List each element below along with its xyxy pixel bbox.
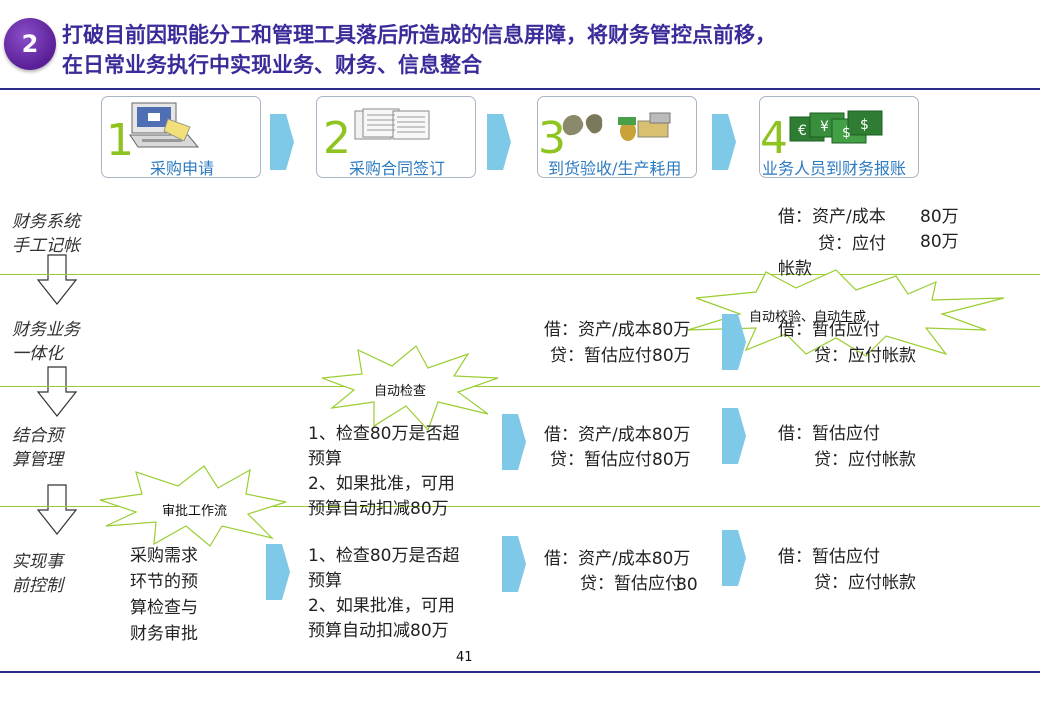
row4-s1-line-2: 环节的预 bbox=[130, 570, 198, 595]
page-number: 41 bbox=[456, 650, 473, 665]
step-arrow-3 bbox=[712, 100, 736, 184]
row2-s4-credit: 贷：应付帐款 bbox=[814, 344, 916, 369]
row2-s3-credit: 贷：暂估应付80万 bbox=[550, 344, 691, 369]
row3-s4-debit: 借：暂估应付 bbox=[778, 422, 880, 447]
row-label-3-line-2: 算管理 bbox=[12, 448, 63, 472]
row3-s2-line-2: 预算 bbox=[308, 447, 342, 472]
step-1-label: 采购申请 bbox=[150, 155, 214, 179]
step-2-number: 2 bbox=[323, 117, 351, 161]
header-divider bbox=[0, 88, 1040, 90]
row-label-4-line-1: 实现事 bbox=[12, 550, 63, 574]
row4-s1-line-3: 算检查与 bbox=[130, 596, 198, 621]
row4-s2-line-1: 1、检查80万是否超 bbox=[308, 544, 459, 569]
step-4-label: 业务人员到财务报账 bbox=[762, 155, 906, 179]
row3-s2-line-4: 预算自动扣减80万 bbox=[308, 497, 449, 522]
row4-s2-line-3: 2、如果批准，可用 bbox=[308, 594, 455, 619]
step-4-box: € ¥ $ $ 4 业务人员到财务报账 bbox=[759, 96, 919, 178]
row-label-pre-control: 实现事 前控制 bbox=[12, 550, 63, 598]
row-label-2-line-2: 一体化 bbox=[12, 342, 80, 366]
row3-arrow-1 bbox=[502, 404, 526, 480]
row-label-3-line-1: 结合预 bbox=[12, 424, 63, 448]
row2-s3-debit: 借：资产/成本80万 bbox=[544, 318, 690, 343]
row-label-budget: 结合预 算管理 bbox=[12, 424, 63, 472]
svg-text:$: $ bbox=[860, 117, 869, 133]
footer-divider bbox=[0, 671, 1040, 673]
step-1-box: 1 采购申请 bbox=[101, 96, 261, 178]
row3-s2-line-1: 1、检查80万是否超 bbox=[308, 422, 459, 447]
row-label-4-line-2: 前控制 bbox=[12, 574, 63, 598]
down-arrow-2 bbox=[36, 366, 78, 418]
row4-s3-credit-amount: 80 bbox=[676, 573, 698, 598]
row-label-1-line-1: 财务系统 bbox=[12, 210, 80, 234]
row-label-2-line-1: 财务业务 bbox=[12, 318, 80, 342]
row3-arrow-2 bbox=[722, 398, 746, 474]
row-label-integration: 财务业务 一体化 bbox=[12, 318, 80, 366]
step-arrow-1 bbox=[270, 100, 294, 184]
row-label-manual-accounting: 财务系统 手工记帐 bbox=[12, 210, 80, 258]
svg-text:€: € bbox=[798, 123, 807, 139]
row-divider-2 bbox=[0, 386, 1040, 387]
row3-s4-credit: 贷：应付帐款 bbox=[814, 448, 916, 473]
step-3-label: 到货验收/生产耗用 bbox=[548, 155, 681, 179]
row4-arrow-2 bbox=[502, 526, 526, 602]
step-arrow-2 bbox=[487, 100, 511, 184]
row4-s1-line-4: 财务审批 bbox=[130, 622, 198, 647]
row4-s2-line-4: 预算自动扣减80万 bbox=[308, 619, 449, 644]
title-line-1: 打破目前因职能分工和管理工具落后所造成的信息屏障，将财务管控点前移， bbox=[62, 20, 1022, 50]
row4-arrow-1 bbox=[266, 534, 290, 610]
row3-s2-line-3: 2、如果批准，可用 bbox=[308, 472, 455, 497]
svg-text:¥: ¥ bbox=[820, 119, 829, 135]
down-arrow-3 bbox=[36, 484, 78, 536]
step-1-number: 1 bbox=[106, 119, 134, 163]
row3-s3-debit: 借：资产/成本80万 bbox=[544, 423, 690, 448]
row1-credit-line: 贷：应付 bbox=[818, 232, 886, 257]
row2-s4-debit: 借：暂估应付 bbox=[778, 318, 880, 343]
svg-text:$: $ bbox=[842, 125, 851, 141]
step-2-label: 采购合同签订 bbox=[349, 155, 445, 179]
row4-s2-line-2: 预算 bbox=[308, 569, 342, 594]
step-3-box: 3 到货验收/生产耗用 bbox=[537, 96, 697, 178]
row4-arrow-3 bbox=[722, 520, 746, 596]
step-2-box: 2 采购合同签订 bbox=[316, 96, 476, 178]
row4-s3-debit: 借：资产/成本80万 bbox=[544, 547, 690, 572]
goods-icon bbox=[560, 111, 680, 145]
documents-icon bbox=[353, 107, 433, 143]
row4-s3-credit: 贷：暂估应付 bbox=[580, 572, 682, 597]
row3-s3-credit: 贷：暂估应付80万 bbox=[550, 448, 691, 473]
row1-credit-amount: 80万 bbox=[920, 230, 959, 255]
row4-s4-credit: 贷：应付帐款 bbox=[814, 571, 916, 596]
down-arrow-1 bbox=[36, 254, 78, 306]
burst-auto-check-text: 自动检查 bbox=[374, 380, 426, 399]
slide-title: 打破目前因职能分工和管理工具落后所造成的信息屏障，将财务管控点前移， 在日常业务… bbox=[62, 20, 1022, 80]
row1-debit-amount: 80万 bbox=[920, 205, 959, 230]
row4-s1-line-1: 采购需求 bbox=[130, 544, 198, 569]
money-icon: € ¥ $ $ bbox=[788, 107, 888, 147]
row4-s4-debit: 借：暂估应付 bbox=[778, 545, 880, 570]
title-line-2: 在日常业务执行中实现业务、财务、信息整合 bbox=[62, 50, 1022, 80]
row2-arrow bbox=[722, 304, 746, 380]
slide-number-badge: 2 bbox=[4, 18, 56, 70]
row1-debit-line: 借：资产/成本 bbox=[778, 205, 886, 230]
burst-approval-workflow-text: 审批工作流 bbox=[162, 500, 227, 519]
computer-terminal-icon bbox=[128, 101, 214, 155]
